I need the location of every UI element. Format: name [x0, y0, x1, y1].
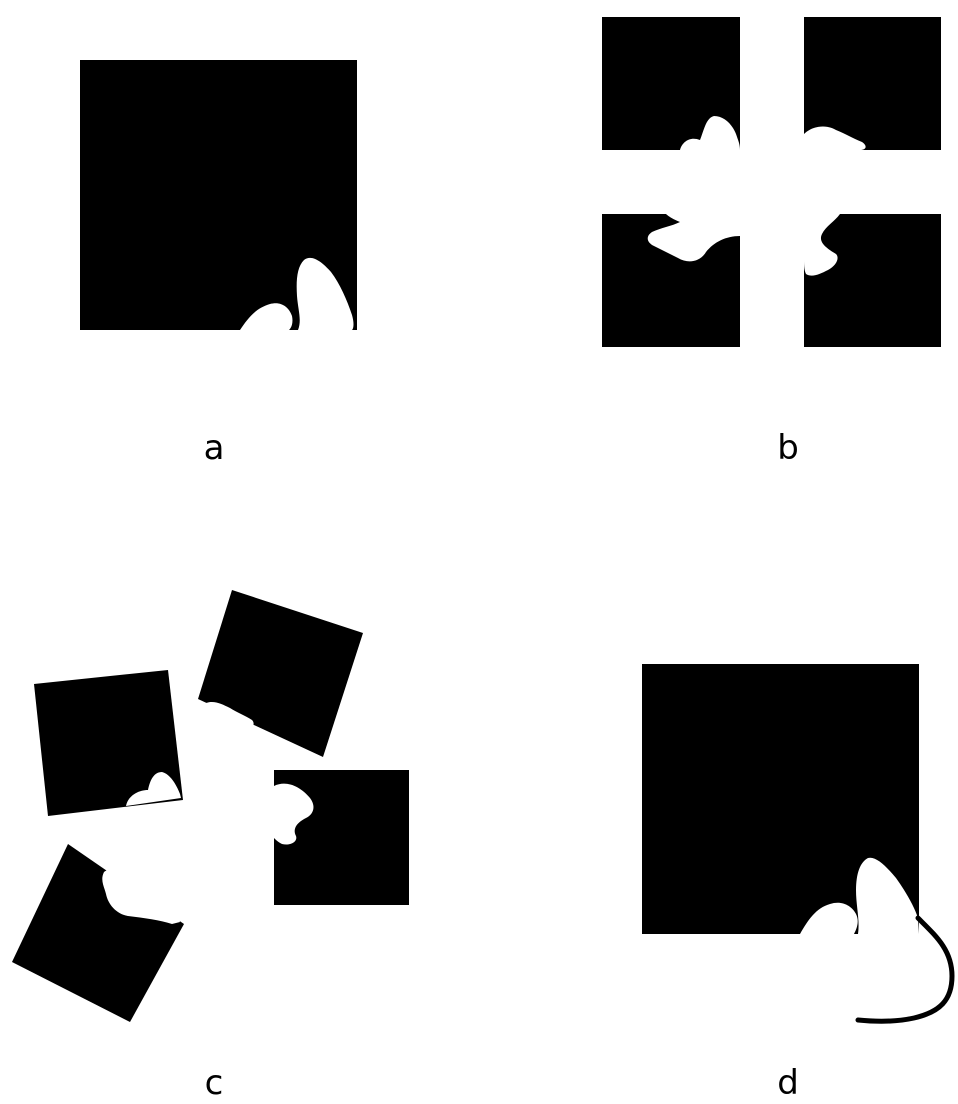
- panel-c: c: [12, 590, 409, 1103]
- panel-b-piece-top-left: [602, 17, 740, 150]
- panel-b-piece-top-right: [804, 17, 941, 150]
- panel-b-piece-bottom-right: [804, 214, 941, 347]
- panel-b-label: b: [777, 428, 799, 468]
- panel-c-piece-top: [198, 590, 363, 757]
- panel-d: d: [642, 664, 952, 1103]
- panel-a-label: a: [204, 428, 225, 468]
- panel-c-piece-left: [34, 670, 183, 816]
- panel-b: b: [602, 17, 941, 468]
- panel-b-piece-bottom-left: [602, 214, 740, 347]
- panel-d-label: d: [777, 1063, 799, 1103]
- panel-a-square: [80, 60, 357, 330]
- panel-a: a: [80, 60, 357, 468]
- panel-d-square: [642, 664, 919, 934]
- panel-c-label: c: [205, 1063, 224, 1103]
- panel-c-piece-right: [274, 770, 409, 905]
- panel-c-piece-bottom: [12, 844, 184, 1022]
